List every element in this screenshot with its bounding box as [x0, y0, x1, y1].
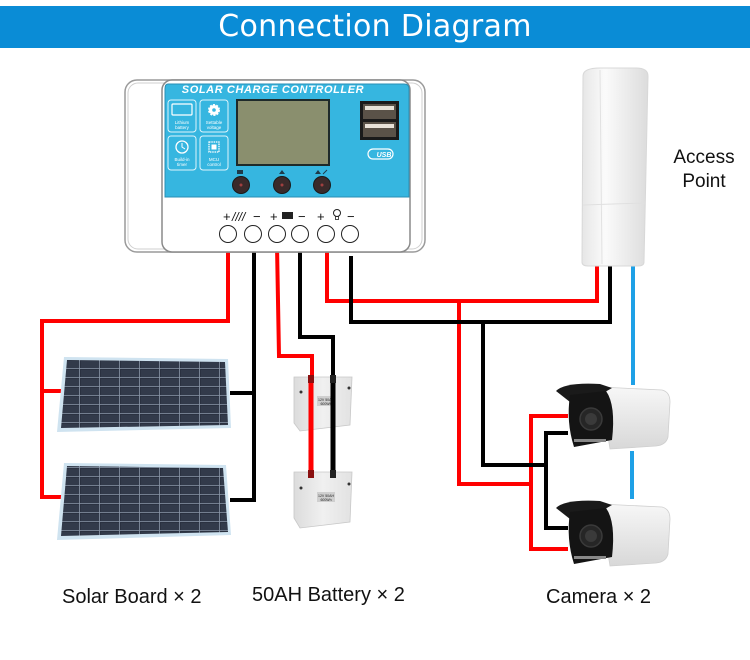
terminal-load-positive[interactable] — [317, 225, 335, 243]
usb-ports[interactable] — [360, 101, 399, 140]
svg-text:−: − — [298, 209, 306, 224]
chip-icon — [208, 141, 220, 153]
svg-text:battery: battery — [175, 125, 190, 130]
svg-text:12V 50AH: 12V 50AH — [318, 494, 334, 498]
battery2-positive-post — [308, 470, 314, 478]
battery-symbol-icon — [282, 212, 293, 219]
solar-positive-wire-2 — [40, 391, 63, 499]
solar-positive-wire — [40, 246, 230, 393]
terminal-battery-negative[interactable] — [291, 225, 309, 243]
usb-icon: USB — [367, 148, 394, 160]
feature-settable-voltage: Settable voltage — [199, 99, 229, 133]
battery-positive-wire — [275, 245, 314, 380]
svg-text:Settable: Settable — [206, 120, 223, 125]
camera1-negative-wire — [544, 431, 568, 530]
battery-icon — [171, 103, 193, 116]
battery2-negative-post — [330, 470, 336, 478]
camera-positive-feed — [457, 301, 531, 486]
load-negative-wire — [349, 256, 612, 324]
svg-text:control: control — [207, 162, 221, 167]
access-point-device — [581, 67, 649, 267]
svg-text:+: + — [317, 209, 325, 224]
solar-board-label: Solar Board × 2 — [62, 586, 202, 608]
page-title: Connection Diagram — [218, 9, 532, 44]
solar-symbol: //// — [231, 210, 247, 224]
svg-text:−: − — [347, 209, 355, 224]
terminal-solar-negative[interactable] — [244, 225, 262, 243]
bulb-icon — [333, 209, 341, 220]
svg-text:Lithium: Lithium — [175, 120, 190, 125]
access-point-label: Access Point — [673, 147, 735, 192]
title-banner: Connection Diagram — [0, 6, 750, 48]
battery1-negative-post — [330, 375, 336, 383]
camera-label: Camera × 2 — [546, 586, 652, 608]
battery-2: 12V 50AH 600Wh — [293, 471, 353, 529]
terminal-load-negative[interactable] — [341, 225, 359, 243]
camera-2 — [556, 500, 671, 567]
svg-text:USB: USB — [377, 152, 392, 159]
svg-text:Build-in: Build-in — [174, 157, 190, 162]
battery-1: 12V 50AH 600Wh — [293, 376, 353, 432]
camera-1 — [556, 383, 671, 450]
svg-text:600Wh: 600Wh — [320, 402, 331, 406]
load-positive-wire — [325, 246, 599, 303]
feature-mcu-control: MCU control — [199, 135, 229, 171]
controller-brand-text: SOLAR CHARGE CONTROLLER — [182, 84, 364, 96]
svg-text:+: + — [223, 209, 231, 224]
clock-icon — [175, 140, 189, 154]
svg-text:voltage: voltage — [207, 125, 222, 130]
camera-negative-feed — [481, 322, 546, 467]
terminal-solar-positive[interactable] — [219, 225, 237, 243]
solar-panel-2 — [57, 463, 231, 540]
feature-lithium-battery: Lithium battery — [167, 99, 197, 133]
svg-text:timer: timer — [177, 162, 188, 167]
battery-negative-wire — [298, 246, 335, 380]
solar-negative-wire — [230, 246, 256, 502]
battery1-positive-post — [308, 375, 314, 383]
battery-label: 50AH Battery × 2 — [252, 584, 405, 606]
terminal-battery-positive[interactable] — [268, 225, 286, 243]
svg-text:MCU: MCU — [209, 157, 219, 162]
svg-text:600Wh: 600Wh — [320, 498, 331, 502]
svg-text:−: − — [253, 209, 261, 224]
svg-text:12V 50AH: 12V 50AH — [318, 398, 334, 402]
svg-text:+: + — [270, 209, 278, 224]
feature-timer: Build-in timer — [167, 135, 197, 171]
solar-charge-controller: SOLAR CHARGE CONTROLLER Lithium battery … — [124, 79, 426, 253]
camera1-positive-wire — [529, 414, 568, 551]
solar-panel-1 — [57, 357, 231, 432]
